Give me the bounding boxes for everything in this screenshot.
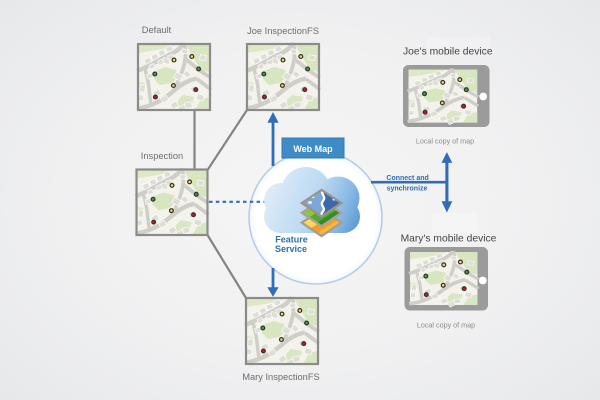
svg-text:Connect and: Connect and	[386, 175, 428, 182]
svg-text:Inspection: Inspection	[141, 151, 183, 161]
svg-text:Mary's mobile device: Mary's mobile device	[401, 234, 497, 245]
svg-text:Joe InspectionFS: Joe InspectionFS	[247, 26, 319, 36]
svg-text:Default: Default	[142, 25, 172, 35]
svg-text:Web Map: Web Map	[293, 144, 333, 154]
svg-text:Service: Service	[275, 244, 307, 254]
svg-text:Local copy of map: Local copy of map	[417, 320, 475, 329]
svg-text:Local copy of map: Local copy of map	[416, 136, 474, 145]
svg-text:Feature: Feature	[275, 235, 308, 245]
svg-text:synchronize: synchronize	[387, 185, 428, 192]
svg-text:Mary InspectionFS: Mary InspectionFS	[242, 372, 320, 382]
svg-text:Joe's mobile device: Joe's mobile device	[403, 47, 493, 58]
